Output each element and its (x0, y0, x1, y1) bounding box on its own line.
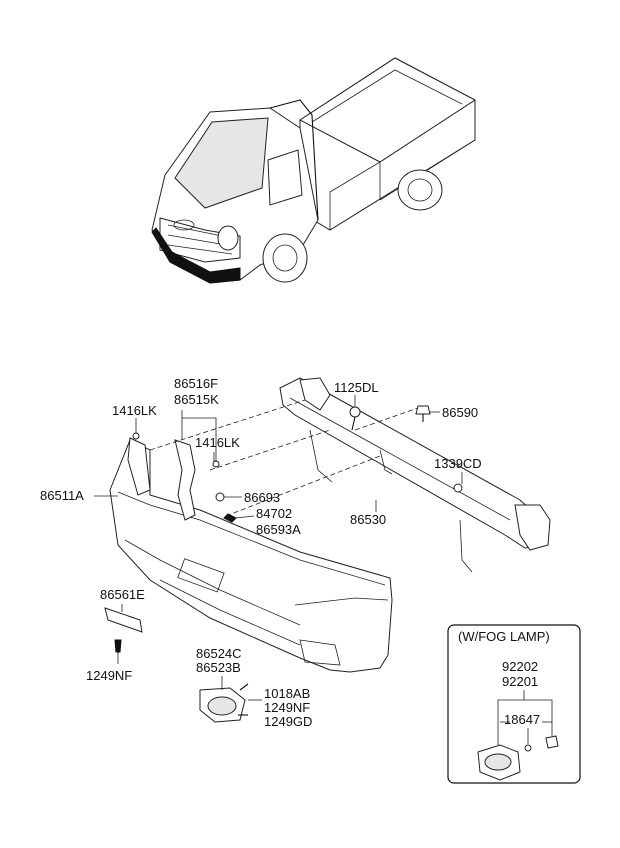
fog-lamp-cover (199, 683, 249, 723)
label-18647: 18647 (504, 712, 540, 727)
back-beam (279, 377, 551, 573)
label-1249NF-left: 1249NF (86, 668, 132, 683)
label-86530: 86530 (350, 512, 386, 527)
label-1125DL: 1125DL (334, 380, 379, 395)
label-1416LK-left: 1416LK (112, 403, 157, 418)
label-86515K: 86515K (174, 392, 219, 407)
label-1249GD: 1249GD (264, 714, 312, 729)
label-1018AB: 1018AB (264, 686, 310, 701)
label-86593A: 86593A (256, 522, 301, 537)
fog-lamp-box (447, 624, 581, 784)
label-86590: 86590 (442, 405, 478, 420)
label-92201: 92201 (502, 674, 538, 689)
label-1416LK-right: 1416LK (195, 435, 240, 450)
label-1249NF-right: 1249NF (264, 700, 310, 715)
label-86561E: 86561E (100, 587, 145, 602)
truck-illustration (151, 57, 476, 284)
leader-lines (94, 395, 463, 701)
label-84702: 84702 (256, 506, 292, 521)
label-92202: 92202 (502, 659, 538, 674)
bumper-cover (109, 439, 393, 673)
label-86693: 86693 (244, 490, 280, 505)
label-1339CD: 1339CD (434, 456, 482, 471)
garnish-part (104, 607, 143, 653)
fog-lamp-title: (W/FOG LAMP) (458, 629, 550, 644)
label-86511A: 86511A (40, 488, 84, 503)
part-labels: 86516F 86515K 1416LK 1416LK 86511A 86693… (40, 376, 550, 729)
label-86516F: 86516F (174, 376, 218, 391)
label-86523B: 86523B (196, 660, 241, 675)
label-86524C: 86524C (196, 646, 242, 661)
bumper-bracket (127, 437, 196, 521)
